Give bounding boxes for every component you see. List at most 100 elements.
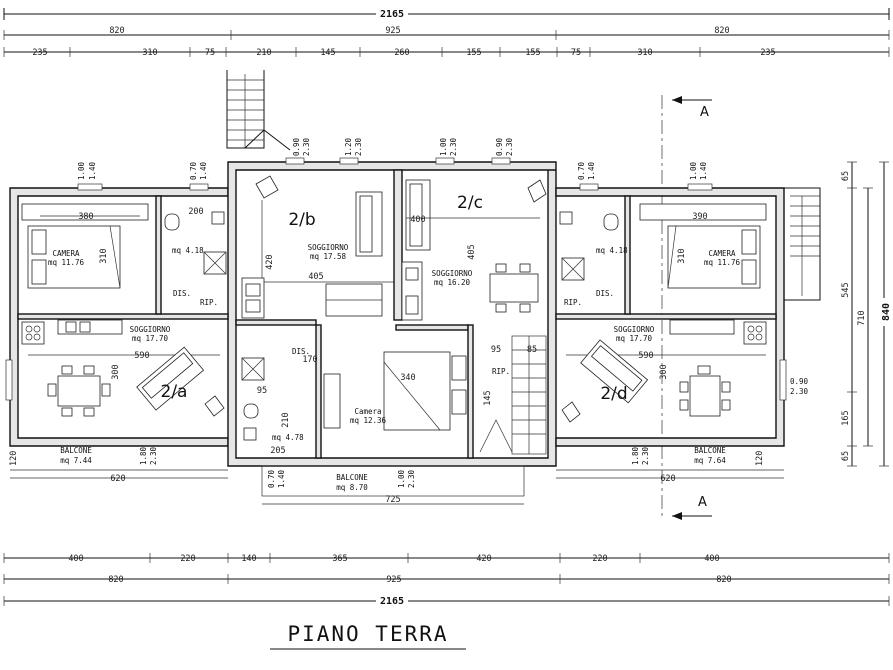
hall-label: DIS. <box>596 289 614 298</box>
top-detail-dim: 155 <box>525 48 540 58</box>
window-dim: 0.90 <box>790 377 809 386</box>
unit-2a: CAMERA mq 11.76 380 310 200 mq 4.18 DIS.… <box>9 203 228 484</box>
room-label: CAMERA <box>52 249 80 258</box>
window-dim: 2.30 <box>407 469 416 488</box>
unit-2c: 2/c 400 405 SOGGIORNO mq 16.20 95 85 RIP… <box>401 179 547 455</box>
window-dim: 0.70 <box>267 469 276 488</box>
inner-dim: 620 <box>110 474 125 484</box>
window-dim: 1.80 <box>631 446 640 465</box>
room-area: mq 17.70 <box>132 334 169 343</box>
top-detail-dim: 210 <box>256 48 271 58</box>
window-dim: 2.30 <box>354 137 363 156</box>
right-dim: 710 <box>857 310 867 325</box>
room-label: SOGGIORNO <box>432 269 473 278</box>
right-dim: 65 <box>841 171 851 181</box>
window-dim: 0.90 <box>495 137 504 156</box>
room-area: mq 11.76 <box>704 258 741 267</box>
window-dim: 1.40 <box>88 161 97 180</box>
inner-dim: 380 <box>78 212 93 222</box>
room-label: CAMERA <box>708 249 736 258</box>
bottom-detail-dim: 400 <box>704 554 719 564</box>
inner-dim: 590 <box>638 351 653 361</box>
bottom-sub-dim: 820 <box>716 575 731 585</box>
inner-dim: 95 <box>257 386 267 396</box>
unit-label-2d: 2/d <box>600 384 627 404</box>
inner-dim: 725 <box>385 495 400 505</box>
window-dim: 1.00 <box>77 161 86 180</box>
top-detail-dim: 310 <box>142 48 157 58</box>
top-detail-dim: 260 <box>394 48 409 58</box>
inner-dim: 200 <box>188 207 203 217</box>
room-area: mq 12.36 <box>350 416 387 425</box>
storage-label: RIP. <box>492 367 510 376</box>
top-detail-dim: 155 <box>466 48 481 58</box>
top-detail-dim: 235 <box>760 48 775 58</box>
unit-label-2c: 2/c <box>457 193 483 213</box>
window-dim: 0.70 <box>577 161 586 180</box>
inner-dim: 390 <box>692 212 707 222</box>
bath-area: mq 4.18 <box>596 246 628 255</box>
top-detail-dim: 75 <box>571 48 581 58</box>
overall-depth: 840 <box>881 303 892 321</box>
unit-2b: 2/b SOGGIORNO mq 17.58 420 405 DIS. 170 … <box>241 175 467 456</box>
window-marks <box>5 157 787 401</box>
room-area: mq 17.58 <box>310 252 347 261</box>
inner-dim: 120 <box>9 451 19 466</box>
inner-dim: 310 <box>677 248 687 263</box>
window-dim: 2.30 <box>641 446 650 465</box>
inner-dim: 405 <box>308 272 323 282</box>
window-dim: 1.20 <box>344 137 353 156</box>
inner-dim: 85 <box>527 345 537 355</box>
inner-dim: 170 <box>302 355 317 365</box>
right-dim: 545 <box>841 282 851 297</box>
top-sub-dim: 925 <box>385 26 400 36</box>
room-area: mq 7.64 <box>694 456 726 465</box>
window-dims: 1.00 1.40 0.70 1.40 0.90 2.30 1.20 2.30 … <box>77 137 708 180</box>
top-detail-dim: 75 <box>205 48 215 58</box>
right-dimensions: 65 545 165 65 710 840 <box>841 161 892 467</box>
top-sub-dim: 820 <box>109 26 124 36</box>
inner-dim: 340 <box>400 373 415 383</box>
window-dim: 1.00 <box>689 161 698 180</box>
room-area: mq 11.76 <box>48 258 85 267</box>
inner-dim: 205 <box>270 446 285 456</box>
bath-area: mq 4.18 <box>172 246 204 255</box>
bottom-detail-dim: 400 <box>68 554 83 564</box>
window-dim: 2.30 <box>505 137 514 156</box>
section-label-top: A <box>700 105 709 120</box>
bottom-detail-dim: 220 <box>592 554 607 564</box>
bottom-dimensions: 400 220 140 365 420 220 400 820 925 820 … <box>3 553 890 607</box>
unit-label-2b: 2/b <box>288 210 315 230</box>
room-label: BALCONE <box>336 473 368 482</box>
room-area: mq 7.44 <box>60 456 92 465</box>
window-dim: 0.70 <box>189 161 198 180</box>
bottom-sub-dim: 925 <box>386 575 401 585</box>
window-dim: 2.30 <box>149 446 158 465</box>
inner-dim: 145 <box>483 390 493 405</box>
section-marker: A A <box>661 95 712 520</box>
storage-label: RIP. <box>564 298 582 307</box>
overall-width-top: 2165 <box>380 9 404 20</box>
window-dim: 1.40 <box>199 161 208 180</box>
overall-width-bottom: 2165 <box>380 596 404 607</box>
inner-dim: 210 <box>281 412 291 427</box>
window-dim: 1.40 <box>277 469 286 488</box>
window-dim: 1.00 <box>397 469 406 488</box>
inner-dim: 300 <box>659 364 669 379</box>
hall-label: DIS. <box>173 289 191 298</box>
window-dim: 1.40 <box>699 161 708 180</box>
inner-dim: 310 <box>99 248 109 263</box>
drawing-title: PIANO TERRA <box>270 622 466 650</box>
window-dim: 2.30 <box>302 137 311 156</box>
window-dim: 0.90 <box>292 137 301 156</box>
unit-label-2a: 2/a <box>161 382 188 402</box>
central-balcony: BALCONE mq 8.70 0.70 1.40 1.00 2.30 725 <box>261 465 525 505</box>
section-label-bottom: A <box>698 495 707 510</box>
top-detail-dim: 310 <box>637 48 652 58</box>
inner-dim: 420 <box>265 254 275 269</box>
entrance-stair <box>226 70 291 151</box>
top-sub-dim: 820 <box>714 26 729 36</box>
unit-2d: 390 310 CAMERA mq 11.76 mq 4.18 DIS. RIP… <box>556 187 821 484</box>
right-dim: 165 <box>841 410 851 425</box>
